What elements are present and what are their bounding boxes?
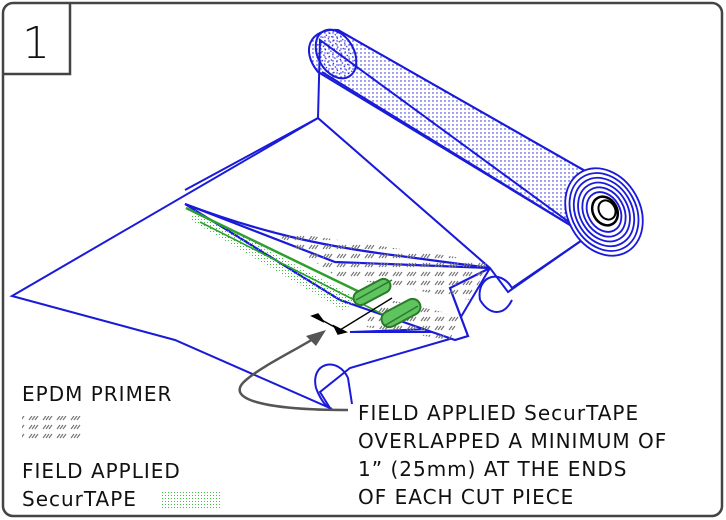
primer-area (270, 230, 490, 340)
legend-primer-swatch (22, 416, 84, 440)
callout-line-1: FIELD APPLIED SecurTAPE (358, 401, 639, 425)
tape-roller-lower (380, 297, 422, 329)
overlap-dimension (310, 297, 393, 335)
legend-tape-label-line1: FIELD APPLIED (22, 459, 181, 483)
callout-leader (238, 330, 349, 412)
membrane-roll (307, 28, 644, 257)
legend: EPDM PRIMER FIELD APPLIED SecurTAPE (22, 382, 220, 511)
step-number-box (3, 3, 72, 76)
step-number: 1 (22, 18, 50, 69)
legend-primer-label: EPDM PRIMER (22, 382, 172, 406)
callout-line-4: OF EACH CUT PIECE (358, 485, 574, 509)
legend-tape-label-line2: SecurTAPE (22, 487, 137, 511)
tape-roller-upper (352, 277, 393, 307)
callout-text: FIELD APPLIED SecurTAPE OVERLAPPED A MIN… (358, 401, 667, 509)
legend-tape-swatch (162, 490, 220, 508)
callout-line-2: OVERLAPPED A MINIMUM OF (358, 429, 667, 453)
callout-line-3: 1” (25mm) AT THE ENDS (358, 457, 627, 481)
membrane-sheet (9, 38, 590, 411)
